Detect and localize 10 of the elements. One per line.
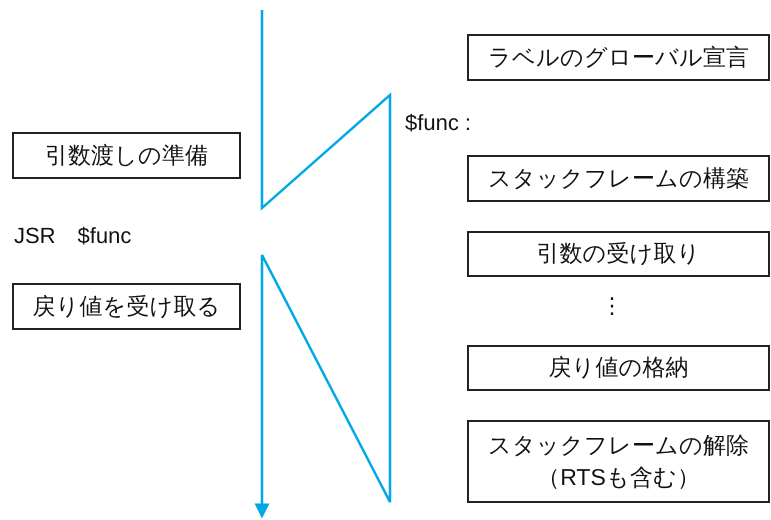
process-box: 引数の受け取り	[467, 231, 770, 277]
instruction-text: JSR $func	[14, 222, 132, 250]
process-box: スタックフレームの解除（RTSも含む）	[467, 420, 770, 503]
function-label: $func :	[405, 110, 472, 136]
process-box: ラベルのグローバル宣言	[467, 34, 770, 81]
process-box: 戻り値を受け取る	[12, 283, 241, 330]
process-box: スタックフレームの構築	[467, 155, 770, 202]
process-box: 戻り値の格納	[467, 345, 770, 391]
ellipsis: ⋮	[601, 293, 623, 319]
process-box: 引数渡しの準備	[12, 132, 241, 179]
